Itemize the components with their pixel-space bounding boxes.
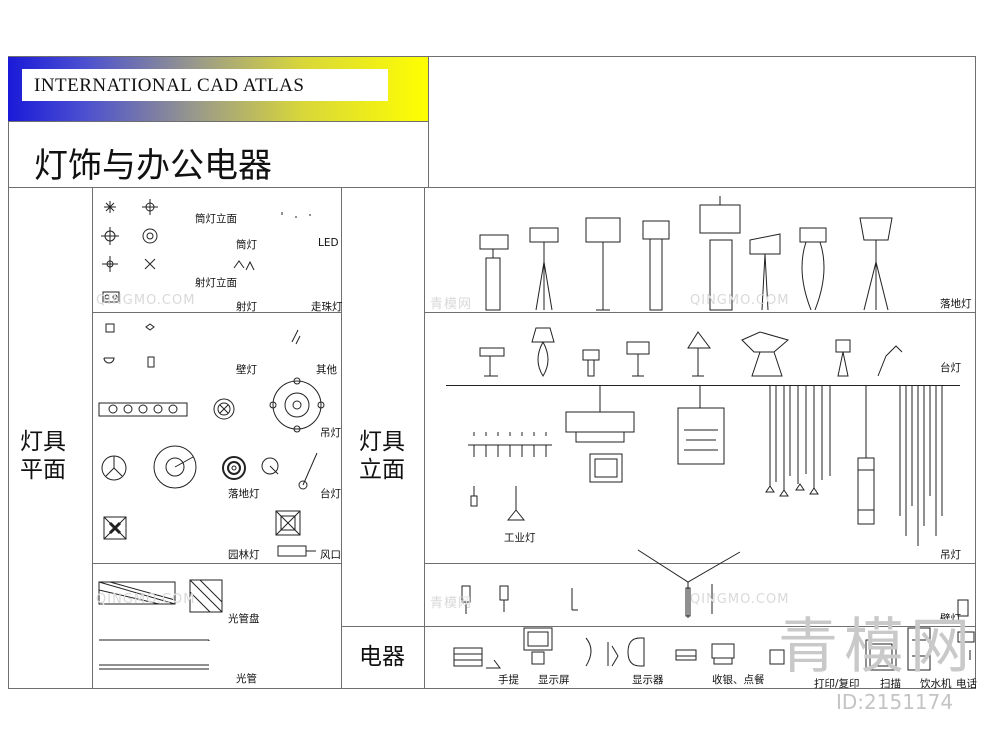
pendant-lamps xyxy=(468,386,943,546)
category-appliances: 电器 xyxy=(359,644,405,670)
elev-row-1 xyxy=(424,312,976,313)
label-display: 显示屏 xyxy=(538,674,570,686)
category-lamp-plan: 灯具 平面 xyxy=(20,429,66,483)
label-other: 其他 xyxy=(316,364,337,376)
label-water-dispenser: 饮水机 xyxy=(920,678,952,690)
label-downlight: 筒灯 xyxy=(236,239,257,251)
watermark-big: 青模网 xyxy=(778,612,976,682)
light-panel-symbols xyxy=(98,579,223,670)
elev-row-2 xyxy=(424,563,976,564)
label-floor-lamp-plan: 落地灯 xyxy=(228,488,260,500)
label-led: LED xyxy=(318,237,339,249)
plan-row-2 xyxy=(92,563,341,564)
watermark-1: QINGMO.COM xyxy=(96,293,196,308)
garden-lamp-symbols xyxy=(103,510,316,557)
label-table-lamp-plan: 台灯 xyxy=(320,488,341,500)
pendant-plan-symbols xyxy=(101,377,325,490)
table-lamps xyxy=(479,327,903,377)
appliance-symbols xyxy=(453,627,975,671)
label-wall-lamp-elevation: 壁灯 xyxy=(940,613,961,625)
appliance-row xyxy=(341,626,976,627)
label-track-light: 走珠灯 xyxy=(311,301,343,313)
category-lamp-elevation: 灯具 立面 xyxy=(359,429,405,483)
frame-right xyxy=(975,56,976,689)
watermark-5: 青模网 xyxy=(430,297,473,312)
header-divider xyxy=(428,56,429,187)
label-downlight-elevation: 筒灯立面 xyxy=(195,213,237,225)
plan-row-1 xyxy=(92,312,341,313)
watermark-4: QINGMO.COM xyxy=(690,592,790,607)
wall-lamp-plan-symbols xyxy=(103,323,301,368)
label-floor-lamp-elevation: 落地灯 xyxy=(940,298,972,310)
frame-bottom xyxy=(8,688,976,689)
label-pendant-elevation: 吊灯 xyxy=(940,549,961,561)
watermark-6: 青模网 xyxy=(430,596,473,611)
label-print-copy: 打印/复印 xyxy=(814,678,860,690)
label-pendant-plan: 吊灯 xyxy=(320,427,341,439)
downlight-symbols xyxy=(101,199,311,303)
header-inner-box xyxy=(22,69,388,101)
label-spotlight: 射灯 xyxy=(236,301,257,313)
label-scan: 扫描 xyxy=(880,678,901,690)
watermark-id: ID:2151174 xyxy=(836,690,954,714)
col-divider-2 xyxy=(341,187,342,688)
watermark-2: QINGMO.COM xyxy=(690,293,790,308)
label-table-lamp-elevation: 台灯 xyxy=(940,362,961,374)
watermark-3: QINGMO.COM xyxy=(96,592,196,607)
label-monitor: 显示器 xyxy=(632,674,664,686)
label-handheld: 手提 xyxy=(498,674,519,686)
label-cashier: 收银、点餐 xyxy=(712,674,765,686)
label-garden-lamp: 园林灯 xyxy=(228,549,260,561)
wall-lamps xyxy=(461,549,969,618)
ceiling-line xyxy=(446,385,960,386)
label-spot-elevation: 射灯立面 xyxy=(195,277,237,289)
label-vent: 风口 xyxy=(320,549,341,561)
label-light-panel: 光管盘 xyxy=(228,613,260,625)
label-wall-lamp-plan: 壁灯 xyxy=(236,364,257,376)
track-strip-symbol xyxy=(98,402,188,417)
label-industrial-lamp: 工业灯 xyxy=(504,532,536,544)
label-light-tube: 光管 xyxy=(236,673,257,685)
title-divider xyxy=(8,121,428,122)
row-divider-top xyxy=(8,187,976,188)
floor-lamps xyxy=(479,196,893,311)
frame-left xyxy=(8,56,9,689)
col-divider-1 xyxy=(92,187,93,688)
label-phone: 电话 xyxy=(956,678,977,690)
atlas-title: INTERNATIONAL CAD ATLAS xyxy=(34,75,305,96)
col-divider-3 xyxy=(424,187,425,688)
page-title: 灯饰与办公电器 xyxy=(34,146,272,186)
frame-top xyxy=(8,56,976,57)
